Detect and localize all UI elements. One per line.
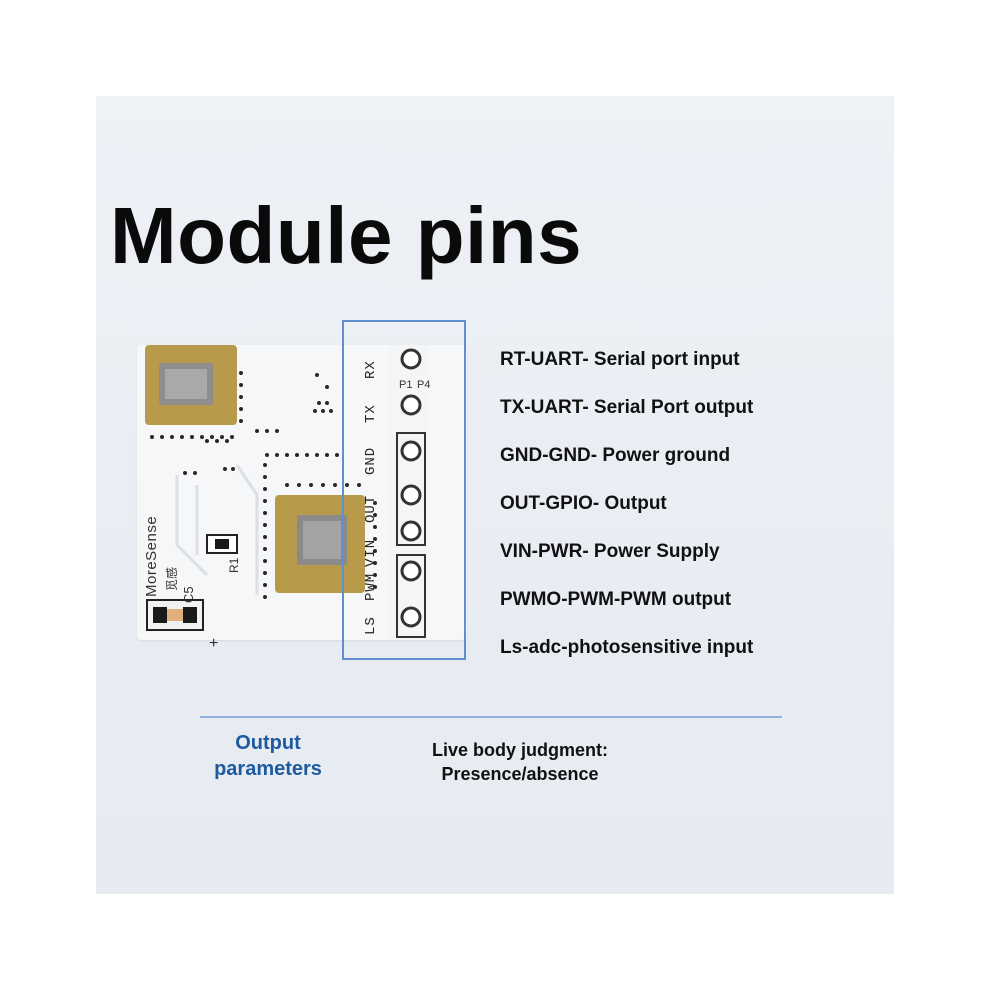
output-label-line2: parameters xyxy=(214,758,322,780)
p1-label: P1 xyxy=(399,379,413,391)
page-title: Module pins xyxy=(110,191,583,280)
pin-desc-rx: RT-UART- Serial port input xyxy=(500,349,740,370)
output-value-line1: Live body judgment: xyxy=(431,740,608,760)
section-divider xyxy=(200,716,782,718)
pin-desc-out: OUT-GPIO- Output xyxy=(500,493,667,514)
header-pins xyxy=(396,348,426,638)
output-parameters-label: Output parameters xyxy=(198,730,338,782)
c5-label: C5 xyxy=(181,586,196,603)
pin-description-list: RT-UART- Serial port input TX-UART- Seri… xyxy=(500,346,753,682)
output-parameters-value: Live body judgment: Presence/absence xyxy=(400,738,640,786)
output-value-line2: Presence/absence xyxy=(441,764,599,784)
pin-desc-vin: VIN-PWR- Power Supply xyxy=(500,541,720,562)
pin-desc-pwm: PWMO-PWM-PWM output xyxy=(500,589,732,610)
pin-desc-gnd: GND-GND- Power ground xyxy=(500,445,731,466)
pin-header-highlight xyxy=(342,320,466,660)
r1-label: R1 xyxy=(227,557,241,573)
output-label-line1: Output xyxy=(235,732,301,754)
brand-silkscreen: MoreSense xyxy=(143,515,160,597)
brand-cn-silkscreen: 觅感 xyxy=(165,566,179,591)
pin-desc-tx: TX-UART- Serial Port output xyxy=(500,397,754,418)
p4-label: P4 xyxy=(417,379,431,391)
plus-label: + xyxy=(209,635,219,652)
pin-desc-ls: Ls-adc-photosensitive input xyxy=(500,637,754,658)
